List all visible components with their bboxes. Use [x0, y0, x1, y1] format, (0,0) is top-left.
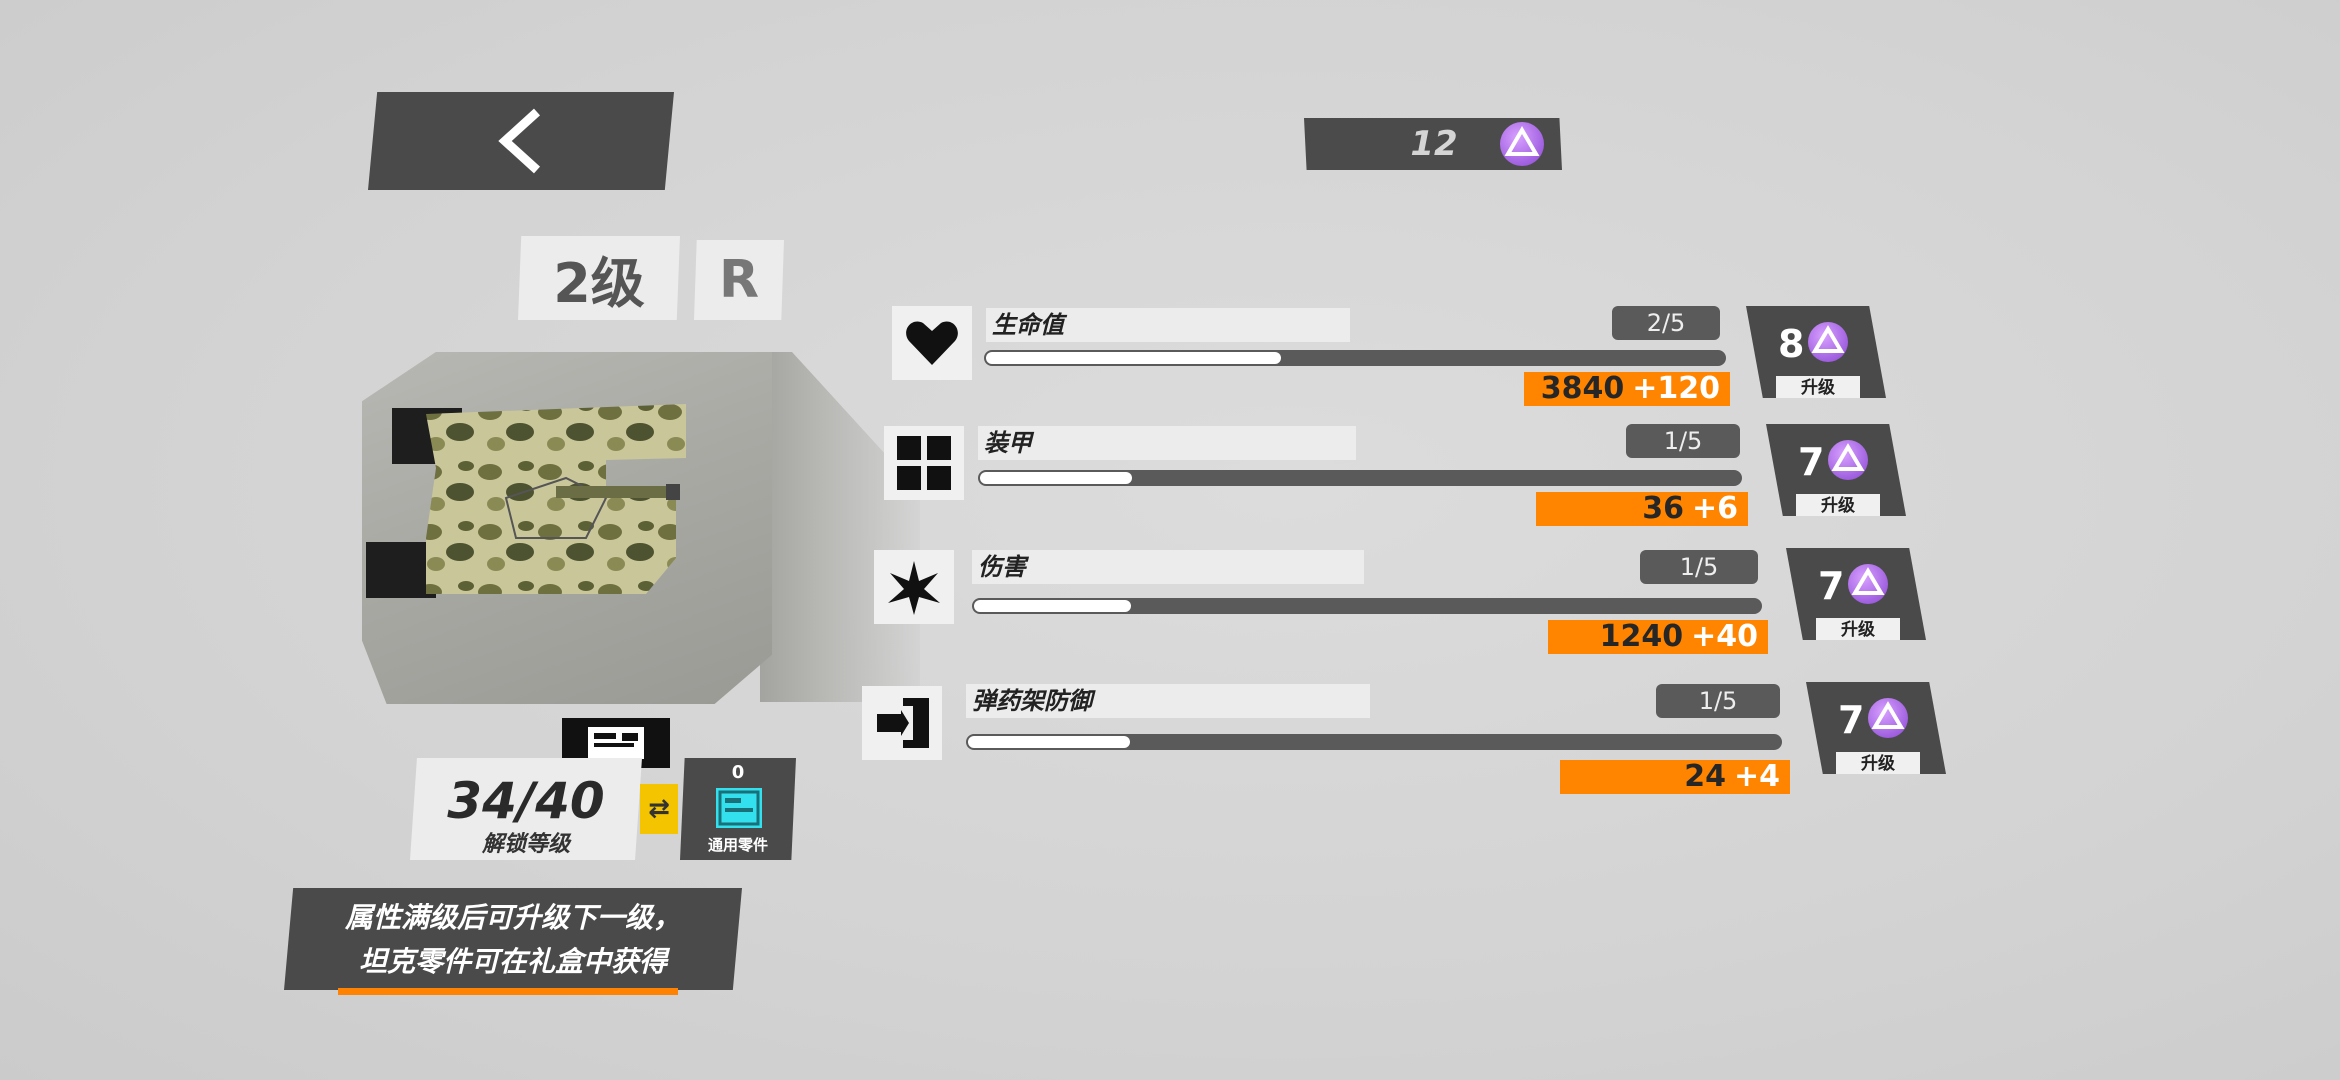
gem-icon [1848, 564, 1888, 604]
heart-icon [892, 306, 972, 380]
upgrade-label: 升级 [1776, 376, 1860, 398]
upgrade-button[interactable]: 7 升级 [1806, 682, 1946, 774]
upgrade-label: 升级 [1816, 618, 1900, 640]
stat-progress-bar [978, 470, 1742, 486]
upgrade-label: 升级 [1796, 494, 1880, 516]
armor-grid-icon [884, 426, 964, 500]
upgrade-hint: 属性满级后可升级下一级， 坦克零件可在礼盒中获得 [284, 888, 742, 990]
hint-line-1: 属性满级后可升级下一级， [344, 901, 681, 934]
currency-display: 12 [1304, 118, 1562, 170]
stat-name: 弹药架防御 [966, 684, 1370, 718]
stat-value: 36+6 [1536, 492, 1748, 526]
stat-progress: 1/5 [1626, 424, 1740, 458]
gem-icon [1828, 440, 1868, 480]
back-button[interactable] [368, 92, 674, 190]
universal-parts-button[interactable]: 0 通用零件 [680, 758, 796, 860]
upgrade-cost: 7 [1838, 698, 1865, 742]
parts-label: 解锁等级 [481, 832, 570, 857]
stat-name: 装甲 [978, 426, 1356, 460]
stat-name: 生命值 [986, 308, 1350, 342]
stat-progress-fill [980, 472, 1132, 484]
universal-parts-count: 0 [731, 762, 745, 783]
stat-progress: 2/5 [1612, 306, 1720, 340]
stat-value: 1240+40 [1548, 620, 1768, 654]
parts-count: 34/40 [447, 772, 605, 830]
currency-amount: 12 [1410, 124, 1458, 164]
upgrade-cost: 7 [1818, 564, 1845, 608]
stat-base-value: 1240 [1599, 619, 1684, 654]
universal-part-icon [716, 788, 762, 828]
tank-level: 2级 [518, 236, 680, 320]
gem-icon [1500, 122, 1544, 166]
stat-bonus-value: +40 [1691, 619, 1758, 654]
stat-base-value: 24 [1684, 759, 1726, 794]
upgrade-cost: 7 [1798, 440, 1825, 484]
hint-underline [338, 988, 678, 995]
tank-rarity: R [694, 240, 784, 320]
stat-progress-bar [972, 598, 1762, 614]
stat-progress-bar [966, 734, 1782, 750]
parts-progress: 34/40 解锁等级 [410, 758, 642, 860]
stat-progress: 1/5 [1656, 684, 1780, 718]
upgrade-cost: 8 [1778, 322, 1805, 366]
stat-progress-fill [968, 736, 1130, 748]
stat-value: 24+4 [1560, 760, 1790, 794]
tank-model-image [366, 404, 686, 598]
upgrade-button[interactable]: 7 升级 [1766, 424, 1906, 516]
stat-name: 伤害 [972, 550, 1364, 584]
stat-bonus-value: +6 [1691, 491, 1738, 526]
stat-base-value: 3840 [1540, 371, 1625, 406]
gem-icon [1808, 322, 1848, 362]
chevron-left-icon [498, 108, 541, 174]
pedestal-side [760, 352, 920, 702]
ammo-rack-icon [862, 686, 942, 760]
stat-bonus-value: +120 [1632, 371, 1720, 406]
upgrade-button[interactable]: 8 升级 [1746, 306, 1886, 398]
stat-value: 3840+120 [1524, 372, 1730, 406]
stat-progress: 1/5 [1640, 550, 1758, 584]
stat-progress-fill [986, 352, 1281, 364]
hint-line-2: 坦克零件可在礼盒中获得 [358, 945, 667, 978]
swap-icon: ⇄ [648, 794, 670, 824]
universal-parts-label: 通用零件 [707, 836, 768, 854]
gem-icon [1868, 698, 1908, 738]
stat-progress-bar [984, 350, 1726, 366]
stat-progress-fill [974, 600, 1131, 612]
stat-bonus-value: +4 [1733, 759, 1780, 794]
upgrade-label: 升级 [1836, 752, 1920, 774]
upgrade-button[interactable]: 7 升级 [1786, 548, 1926, 640]
damage-star-icon [874, 550, 954, 624]
stat-base-value: 36 [1642, 491, 1684, 526]
swap-button[interactable]: ⇄ [640, 784, 678, 834]
